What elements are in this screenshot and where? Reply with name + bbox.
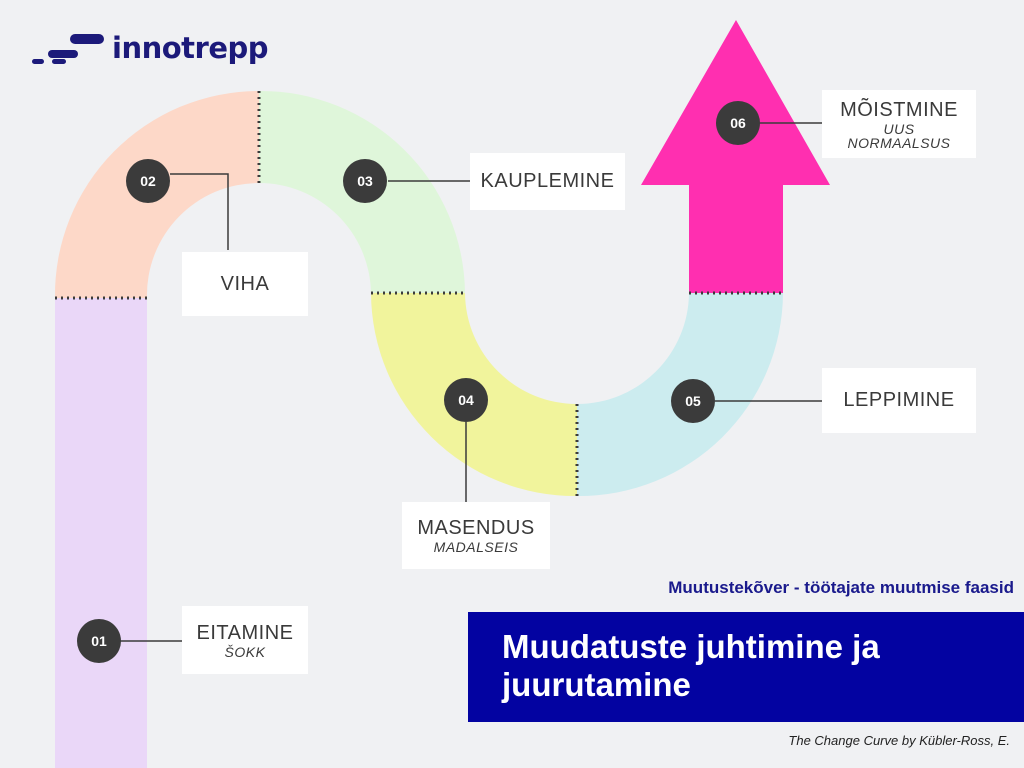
stage-05-label: LEPPIMINE [822,368,976,433]
logo-mark-icon [32,34,104,64]
stage-02-label: VIHA [182,252,308,316]
stage-01-subtitle: ŠOKK [224,643,266,660]
brand-name: innotrepp [112,31,269,65]
logo: innotrepp [30,30,269,66]
stage-02-node: 02 [126,159,170,203]
stage-04-label: MASENDUS MADALSEIS [402,502,550,569]
stage-04-subtitle: MADALSEIS [433,539,519,555]
connector-02 [170,173,229,250]
stage-01-number: 01 [91,633,107,649]
stage-03-number: 03 [357,173,373,189]
stage-01-band [55,298,147,768]
stage-04-node: 04 [444,378,488,422]
stage-06-subtitle: UUS NORMAALSUS [847,120,951,151]
source-credit: The Change Curve by Kübler-Ross, E. [788,733,1010,748]
title-banner: Muudatuste juhtimine ja juurutamine [468,612,1024,722]
stage-01-node: 01 [77,619,121,663]
stage-06-title: MÕISTMINE [840,98,958,121]
stage-03-title: KAUPLEMINE [480,170,615,192]
stage-01-title: EITAMINE [196,621,294,644]
stage-02-title: VIHA [220,272,270,295]
stage-separators [55,91,783,496]
stage-05-node: 05 [671,379,715,423]
stage-05-number: 05 [685,393,701,409]
connectors [120,122,822,642]
stage-04-number: 04 [458,392,474,408]
stage-02-number: 02 [140,173,156,189]
diagram-subtitle: Muutustekõver - töötajate muutmise faasi… [668,578,1014,597]
stage-06-label: MÕISTMINE UUS NORMAALSUS [822,90,976,158]
stage-05-title: LEPPIMINE [843,389,955,411]
stage-03-label: KAUPLEMINE [470,153,625,210]
stage-04-title: MASENDUS [417,517,535,539]
stage-01-label: EITAMINE ŠOKK [182,606,308,674]
stage-03-node: 03 [343,159,387,203]
stage-06-node: 06 [716,101,760,145]
stage-06-number: 06 [730,115,746,131]
stage-06-arrow [641,20,830,293]
